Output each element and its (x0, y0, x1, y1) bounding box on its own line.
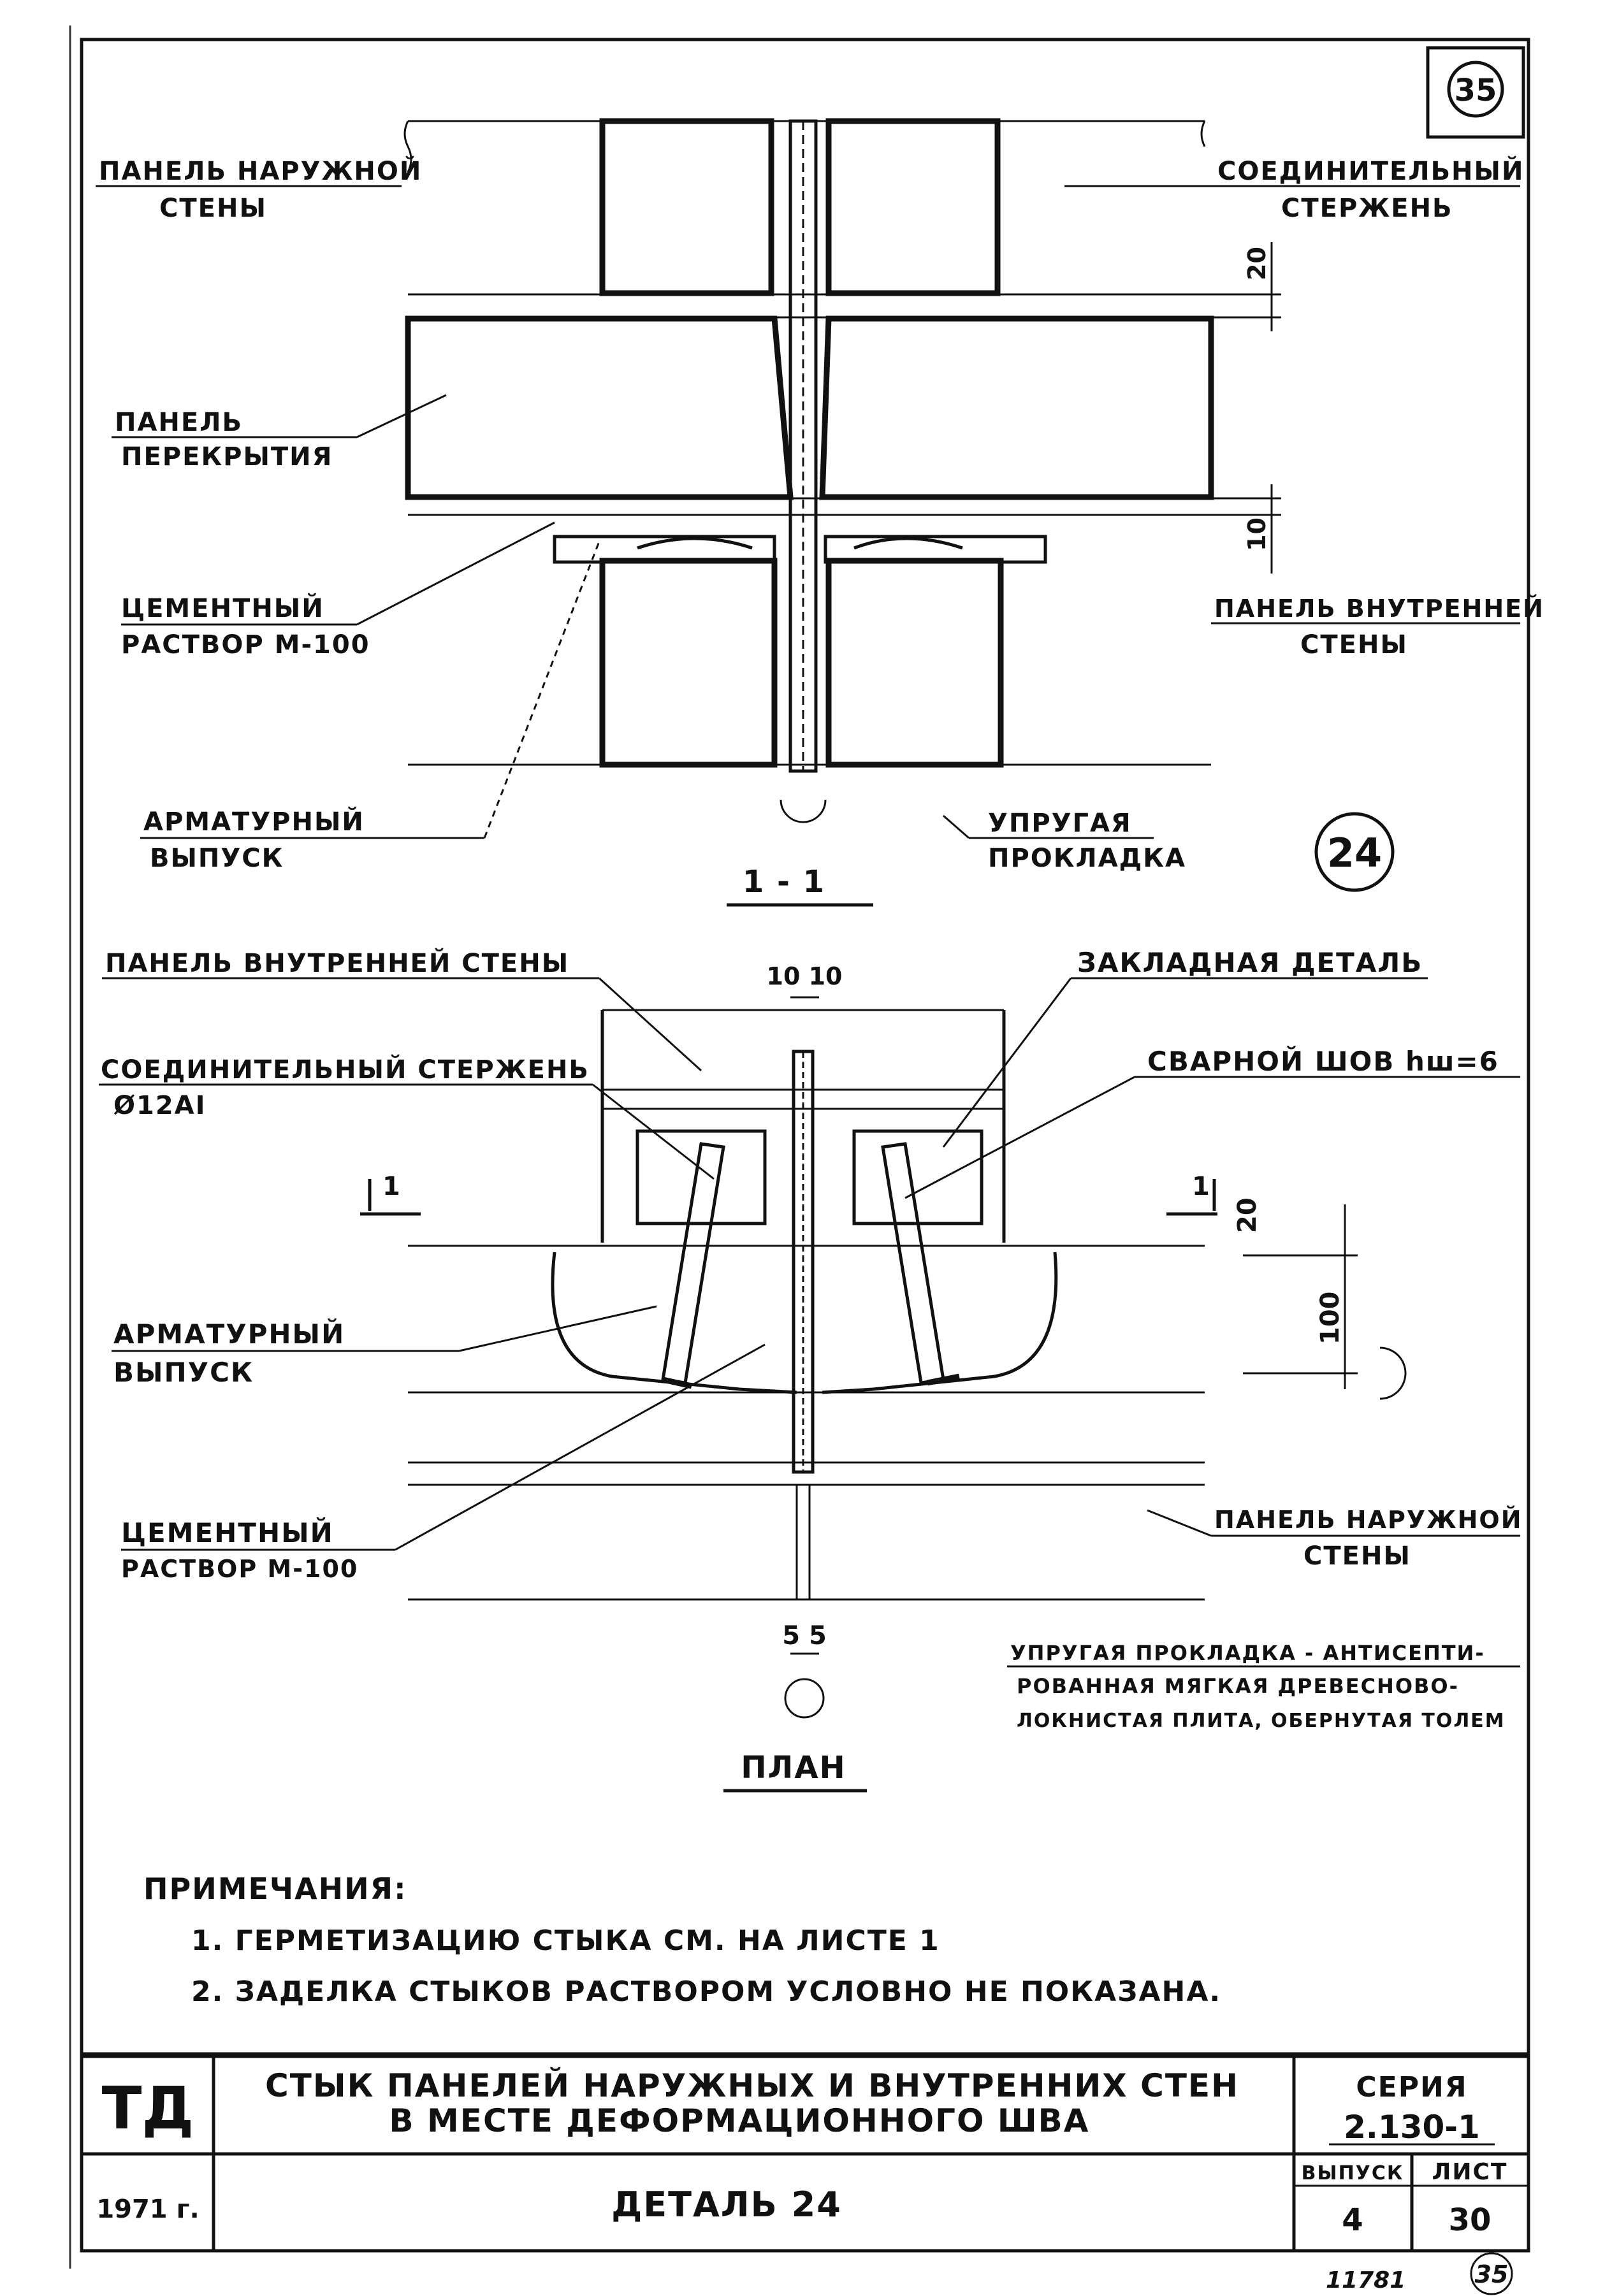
plan-label-rod-1: СОЕДИНИТЕЛЬНЫЙ СТЕРЖЕНЬ (101, 1054, 590, 1085)
sheet-value: 30 (1449, 2202, 1492, 2238)
label-conn-rod-2: СТЕРЖЕНЬ (1281, 194, 1453, 223)
sheet-badge: 35 (1426, 46, 1525, 139)
note-2: 2. ЗАДЕЛКА СТЫКОВ РАСТВОРОМ УСЛОВНО НЕ П… (191, 1975, 1221, 2008)
mortar-pocket-right (822, 1252, 1058, 1394)
inner-wall-block-right (825, 558, 1004, 768)
sheet-frame (80, 38, 1530, 2253)
issue-label: ВЫПУСК (1302, 2162, 1404, 2184)
detail-badge-number: 24 (1327, 830, 1382, 876)
plan-label-inner-panel: ПАНЕЛЬ ВНУТРЕННЕЙ СТЕНЫ (105, 948, 569, 978)
series-value: 2.130-1 (1344, 2109, 1480, 2146)
notes-heading: ПРИМЕЧАНИЯ: (143, 1872, 407, 1906)
title-line-2: В МЕСТЕ ДЕФОРМАЦИОННОГО ШВА (389, 2102, 1090, 2139)
archive-number: 11781 (1326, 2267, 1405, 2293)
series-label: СЕРИЯ (1356, 2071, 1467, 2104)
title-block (82, 2052, 1528, 2251)
outer-wall-block-left (599, 118, 774, 296)
org-logo-text: ТД (102, 2074, 194, 2142)
pad-note-line-1: УПРУГАЯ ПРОКЛАДКА - АНТИСЕПТИ- (1010, 1641, 1485, 1665)
label-pad-1: УПРУГАЯ (988, 809, 1132, 838)
detail-title: ДЕТАЛЬ 24 (611, 2184, 842, 2225)
embedded-pocket-left (635, 1129, 767, 1225)
plan-label-mortar-1: ЦЕМЕНТНЫЙ (121, 1517, 334, 1549)
bearing-plate-left (553, 535, 776, 564)
inner-wall-block-left (599, 558, 778, 768)
plan-leaders (99, 977, 1520, 1668)
dim-10-section: 10 (1243, 517, 1271, 551)
label-outer-panel-2: СТЕНЫ (159, 194, 267, 223)
embedded-pocket-right (852, 1129, 984, 1225)
issue-value: 4 (1342, 2202, 1363, 2238)
plan-view (360, 996, 1407, 1719)
plan-label-outer-panel-2: СТЕНЫ (1303, 1541, 1411, 1571)
label-inner-panel-2: СТЕНЫ (1300, 630, 1408, 660)
title-line-1: СТЫК ПАНЕЛЕЙ НАРУЖНЫХ И ВНУТРЕННИХ СТЕН (265, 2067, 1239, 2104)
plan-dim-bottom: 5 5 (782, 1621, 827, 1650)
plan-label-rebar-1: АРМАТУРНЫЙ (113, 1318, 345, 1350)
section-title: 1 - 1 (743, 864, 825, 900)
label-inner-panel-1: ПАНЕЛЬ ВНУТРЕННЕЙ (1214, 595, 1544, 623)
detail-badge: 24 (1314, 812, 1395, 892)
label-conn-rod-1: СОЕДИНИТЕЛЬНЫЙ (1217, 155, 1524, 186)
floor-slab-right (819, 315, 1214, 500)
pad-note-line-3: ЛОКНИСТАЯ ПЛИТА, ОБЕРНУТАЯ ТОЛЕМ (1017, 1710, 1506, 1732)
sheet-badge-number: 35 (1455, 73, 1497, 108)
label-mortar-2: РАСТВОР М-100 (121, 630, 370, 660)
label-pad-2: ПРОКЛАДКА (988, 844, 1186, 873)
sheet-label: ЛИСТ (1432, 2159, 1507, 2185)
note-1: 1. ГЕРМЕТИЗАЦИЮ СТЫКА СМ. НА ЛИСТЕ 1 (191, 1924, 940, 1957)
plan-label-weld: СВАРНОЙ ШОВ hш=6 (1147, 1045, 1499, 1077)
plan-label-rod-2: Ø12АI (113, 1091, 207, 1120)
mortar-pocket-left (551, 1252, 797, 1394)
label-rebar-2: ВЫПУСК (150, 844, 284, 873)
dim-20-section: 20 (1243, 247, 1271, 280)
plan-label-mortar-2: РАСТВОР М-100 (121, 1555, 358, 1583)
label-outer-panel-1: ПАНЕЛЬ НАРУЖНОЙ (99, 155, 422, 186)
year: 1971 г. (96, 2195, 199, 2224)
connecting-rod-right (881, 1142, 960, 1386)
section-leaders (96, 185, 1520, 839)
plan-label-embedded: ЗАКЛАДНАЯ ДЕТАЛЬ (1077, 947, 1423, 978)
bearing-plate-right (824, 535, 1047, 564)
plan-dim-20: 20 (1233, 1197, 1262, 1233)
plan-label-outer-panel-1: ПАНЕЛЬ НАРУЖНОЙ (1214, 1506, 1523, 1534)
plan-dim-100: 100 (1316, 1292, 1345, 1345)
label-rebar-1: АРМАТУРНЫЙ (143, 806, 365, 837)
cut-mark-right: 1 (1192, 1172, 1210, 1201)
label-floor-panel-2: ПЕРЕКРЫТИЯ (121, 442, 333, 472)
pad-note-line-2: РОВАННАЯ МЯГКАЯ ДРЕВЕСНОВО- (1017, 1674, 1459, 1698)
plan-dim-top: 10 10 (767, 962, 843, 990)
floor-slab-left (405, 315, 794, 500)
connecting-rod-left (661, 1142, 725, 1389)
section-1-1: 20 10 (403, 118, 1281, 823)
cut-mark-left: 1 (382, 1172, 400, 1201)
plan-label-rebar-2: ВЫПУСК (113, 1357, 254, 1388)
plan-title: ПЛАН (741, 1750, 846, 1786)
outer-wall-block-right (825, 118, 1001, 296)
page-badge-number: 35 (1475, 2260, 1509, 2288)
page-badge: 35 (1470, 2252, 1513, 2295)
label-floor-panel-1: ПАНЕЛЬ (115, 408, 243, 437)
label-mortar-1: ЦЕМЕНТНЫЙ (121, 593, 324, 623)
